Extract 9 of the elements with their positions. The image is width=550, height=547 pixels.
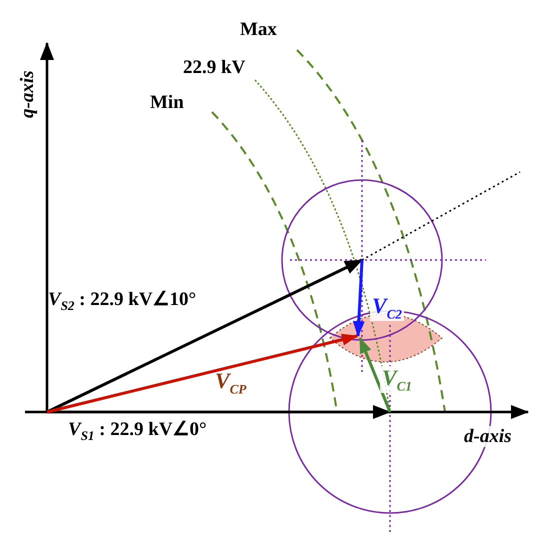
arc-label: Min (150, 93, 184, 112)
phasor-label: V$_{CP}$ (215, 370, 246, 396)
phasor-label: V$_{S1}$ : 22.9 kV∠0° (68, 420, 207, 442)
arc-label: 22.9 kV (183, 58, 246, 77)
phasor-label: V$_{S2}$ : 22.9 kV∠10° (48, 290, 196, 312)
axis-label: d-axis (462, 426, 514, 447)
axis-label: q-axis (18, 70, 37, 118)
phasor-label: V$_{C1}$ (380, 366, 414, 394)
arc-label: Max (240, 20, 277, 39)
